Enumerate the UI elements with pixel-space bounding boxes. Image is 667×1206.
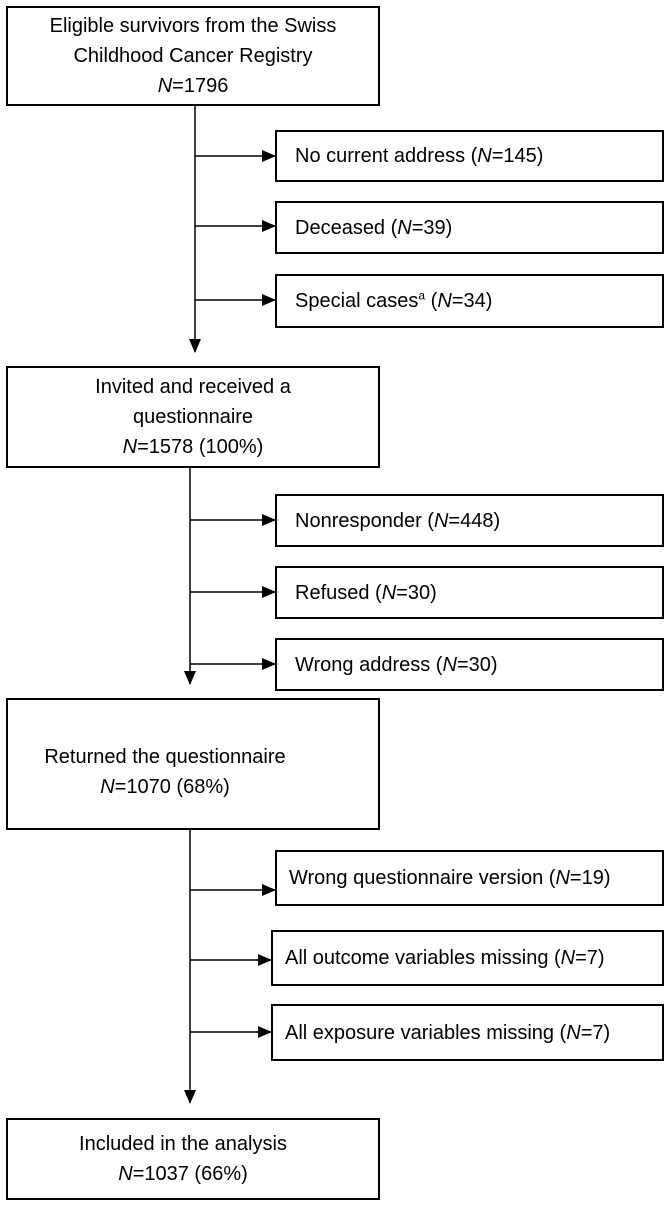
box-count: N=1037 (66%) <box>118 1159 248 1189</box>
exclusion-value: =7) <box>575 947 605 969</box>
box-count: N=1796 <box>158 71 229 101</box>
exclusion-value: =34) <box>451 290 493 312</box>
n-symbol: N <box>122 436 138 458</box>
box-line: Invited and received a <box>95 376 291 398</box>
n-symbol: N <box>560 947 576 969</box>
exclusion-text: No current address (N=145) <box>295 141 543 171</box>
exclusion-label: All outcome variables missing ( <box>285 947 561 969</box>
box-eligible-survivors: Eligible survivors from the Swiss Childh… <box>6 6 380 106</box>
box-invited: Invited and received a questionnaire N=1… <box>6 366 380 468</box>
n-symbol: N <box>381 581 397 604</box>
exclusion-outcome-variables-missing: All outcome variables missing (N=7) <box>271 930 664 986</box>
exclusion-deceased: Deceased (N=39) <box>275 201 664 254</box>
box-returned: Returned the questionnaire N=1070 (68%) <box>6 698 380 830</box>
exclusion-text: Wrong questionnaire version (N=19) <box>289 863 610 893</box>
exclusion-value: =7) <box>580 1021 611 1044</box>
exclusion-paren: ( <box>425 290 438 312</box>
exclusion-refused: Refused (N=30) <box>275 566 664 619</box>
exclusion-text: Special casesa (N=34) <box>295 286 492 316</box>
exclusion-text: All exposure variables missing (N=7) <box>285 1018 610 1048</box>
exclusion-text: Wrong address (N=30) <box>295 650 498 680</box>
exclusion-value: =39) <box>411 216 453 239</box>
exclusion-value: =448) <box>448 509 501 532</box>
exclusion-text: All outcome variables missing (N=7) <box>285 943 605 973</box>
n-symbol: N <box>477 145 492 167</box>
exclusion-wrong-questionnaire-version: Wrong questionnaire version (N=19) <box>275 850 664 906</box>
n-symbol: N <box>442 653 457 676</box>
exclusion-exposure-variables-missing: All exposure variables missing (N=7) <box>271 1004 664 1061</box>
n-symbol: N <box>397 216 412 239</box>
exclusion-value: =30) <box>396 581 437 604</box>
exclusion-value: =19) <box>569 867 611 889</box>
exclusion-text: Refused (N=30) <box>295 578 437 608</box>
box-line: Returned the questionnaire <box>44 746 286 768</box>
exclusion-text: Nonresponder (N=448) <box>295 506 500 536</box>
exclusion-value: =145) <box>491 145 544 167</box>
box-count: N=1578 (100%) <box>123 432 264 462</box>
box-line: questionnaire <box>132 406 254 428</box>
box-included: Included in the analysis N=1037 (66%) <box>6 1118 380 1200</box>
count-value: =1796 <box>172 75 229 97</box>
count-value: =1578 (100%) <box>137 436 264 458</box>
n-symbol: N <box>437 290 452 312</box>
exclusion-label: No current address ( <box>295 145 478 167</box>
exclusion-label: Deceased ( <box>295 216 398 239</box>
box-line: Eligible survivors from the Swiss <box>49 15 337 37</box>
box-line: Included in the analysis <box>79 1133 287 1155</box>
exclusion-nonresponder: Nonresponder (N=448) <box>275 494 664 547</box>
n-symbol: N <box>566 1021 581 1044</box>
exclusion-wrong-address: Wrong address (N=30) <box>275 638 664 691</box>
exclusion-label: Nonresponder ( <box>295 509 434 532</box>
n-symbol: N <box>157 75 173 97</box>
exclusion-label: Wrong address ( <box>295 653 443 676</box>
exclusion-no-current-address: No current address (N=145) <box>275 130 664 182</box>
footnote-marker: a <box>418 288 426 303</box>
exclusion-value: =30) <box>456 653 498 676</box>
n-symbol: N <box>118 1163 133 1185</box>
exclusion-label: Wrong questionnaire version ( <box>289 867 556 889</box>
exclusion-label: Refused ( <box>295 581 382 604</box>
n-symbol: N <box>100 776 115 798</box>
exclusion-text: Deceased (N=39) <box>295 213 452 243</box>
n-symbol: N <box>555 867 570 889</box>
exclusion-special-cases: Special casesa (N=34) <box>275 274 664 328</box>
count-value: =1037 (66%) <box>132 1163 248 1185</box>
box-count: N=1070 (68%) <box>100 772 230 802</box>
exclusion-label: Special cases <box>295 290 419 312</box>
n-symbol: N <box>433 509 449 532</box>
count-value: =1070 (68%) <box>114 776 230 798</box>
box-line: Childhood Cancer Registry <box>73 45 313 67</box>
exclusion-label: All exposure variables missing ( <box>285 1021 567 1044</box>
